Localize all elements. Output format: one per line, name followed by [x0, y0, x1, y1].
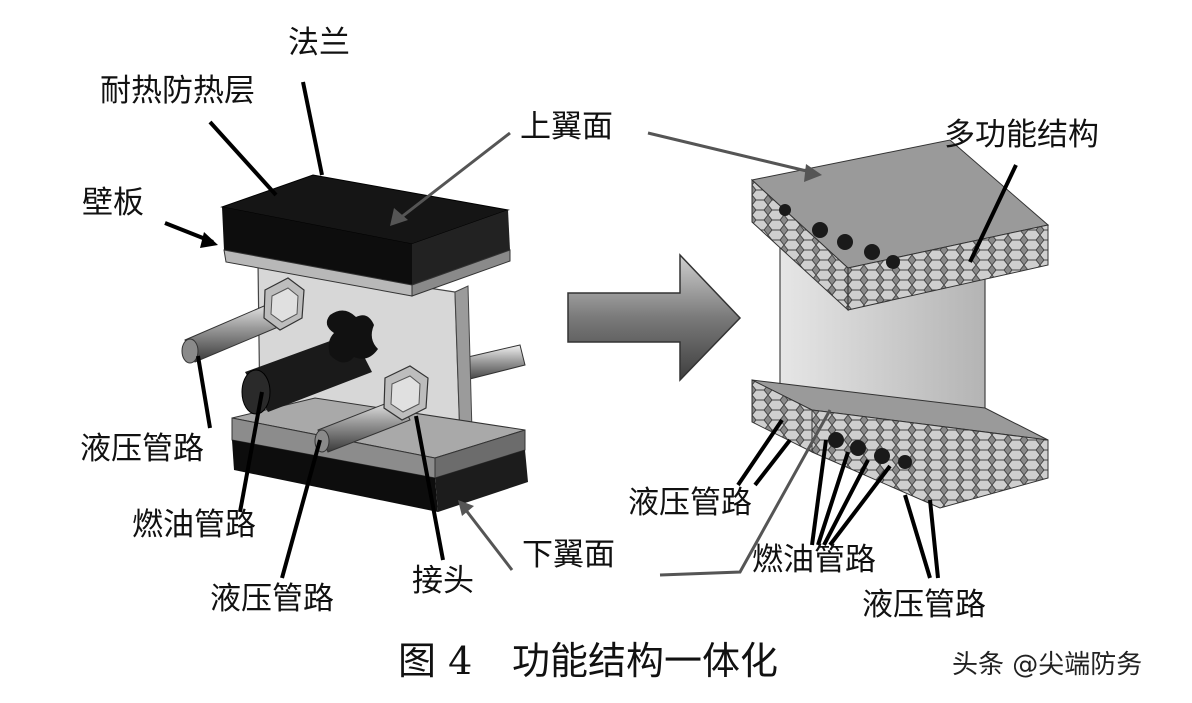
label-upper-wing-surface: 上翼面	[520, 109, 613, 145]
upper-thin-layer-side	[411, 249, 511, 297]
label-flange: 法兰	[288, 25, 350, 61]
hydraulic-pipe-lower	[314, 365, 429, 453]
label-joint: 接头	[412, 563, 474, 599]
transform-arrow	[567, 253, 742, 382]
label-hydraulic-pipe-right-b: 液压管路	[862, 587, 986, 623]
upper-plate-face	[222, 207, 412, 285]
right-leader-lines	[736, 164, 1018, 579]
label-wall-panel: 壁板	[82, 185, 144, 221]
figure-title: 功能结构一体化	[512, 639, 779, 683]
label-fuel-pipe-left: 燃油管路	[132, 507, 256, 543]
upper-plate-side	[412, 210, 510, 285]
right-lower-surface-leader	[659, 409, 832, 577]
label-hydraulic-pipe-2: 液压管路	[210, 581, 334, 617]
label-heat-layer: 耐热防热层	[100, 73, 255, 109]
lower-dark-layer-face	[232, 440, 438, 512]
fuel-pipe	[241, 310, 378, 415]
figure-number: 图 4	[398, 639, 473, 683]
upper-embedded-pipes	[779, 204, 900, 269]
right-upper-surface-arrow	[647, 131, 822, 182]
left-leader-lines	[164, 81, 445, 579]
lower-dark-layer-side	[435, 450, 528, 512]
watermark: 头条 @尖端防务	[952, 650, 1143, 680]
label-fuel-pipe-right: 燃油管路	[752, 542, 876, 578]
lower-embedded-pipes	[828, 432, 912, 469]
label-hydraulic-pipe-right-a: 液压管路	[628, 485, 752, 521]
hydraulic-pipe-upper	[181, 277, 305, 364]
label-hydraulic-pipe-1: 液压管路	[80, 431, 204, 467]
label-lower-wing-surface: 下翼面	[522, 537, 615, 573]
upper-surface-arrow	[390, 131, 511, 226]
right-assembly	[750, 139, 1050, 509]
label-multifunction-structure: 多功能结构	[944, 117, 1099, 153]
lower-surface-leader	[458, 500, 514, 571]
left-assembly	[181, 174, 528, 512]
